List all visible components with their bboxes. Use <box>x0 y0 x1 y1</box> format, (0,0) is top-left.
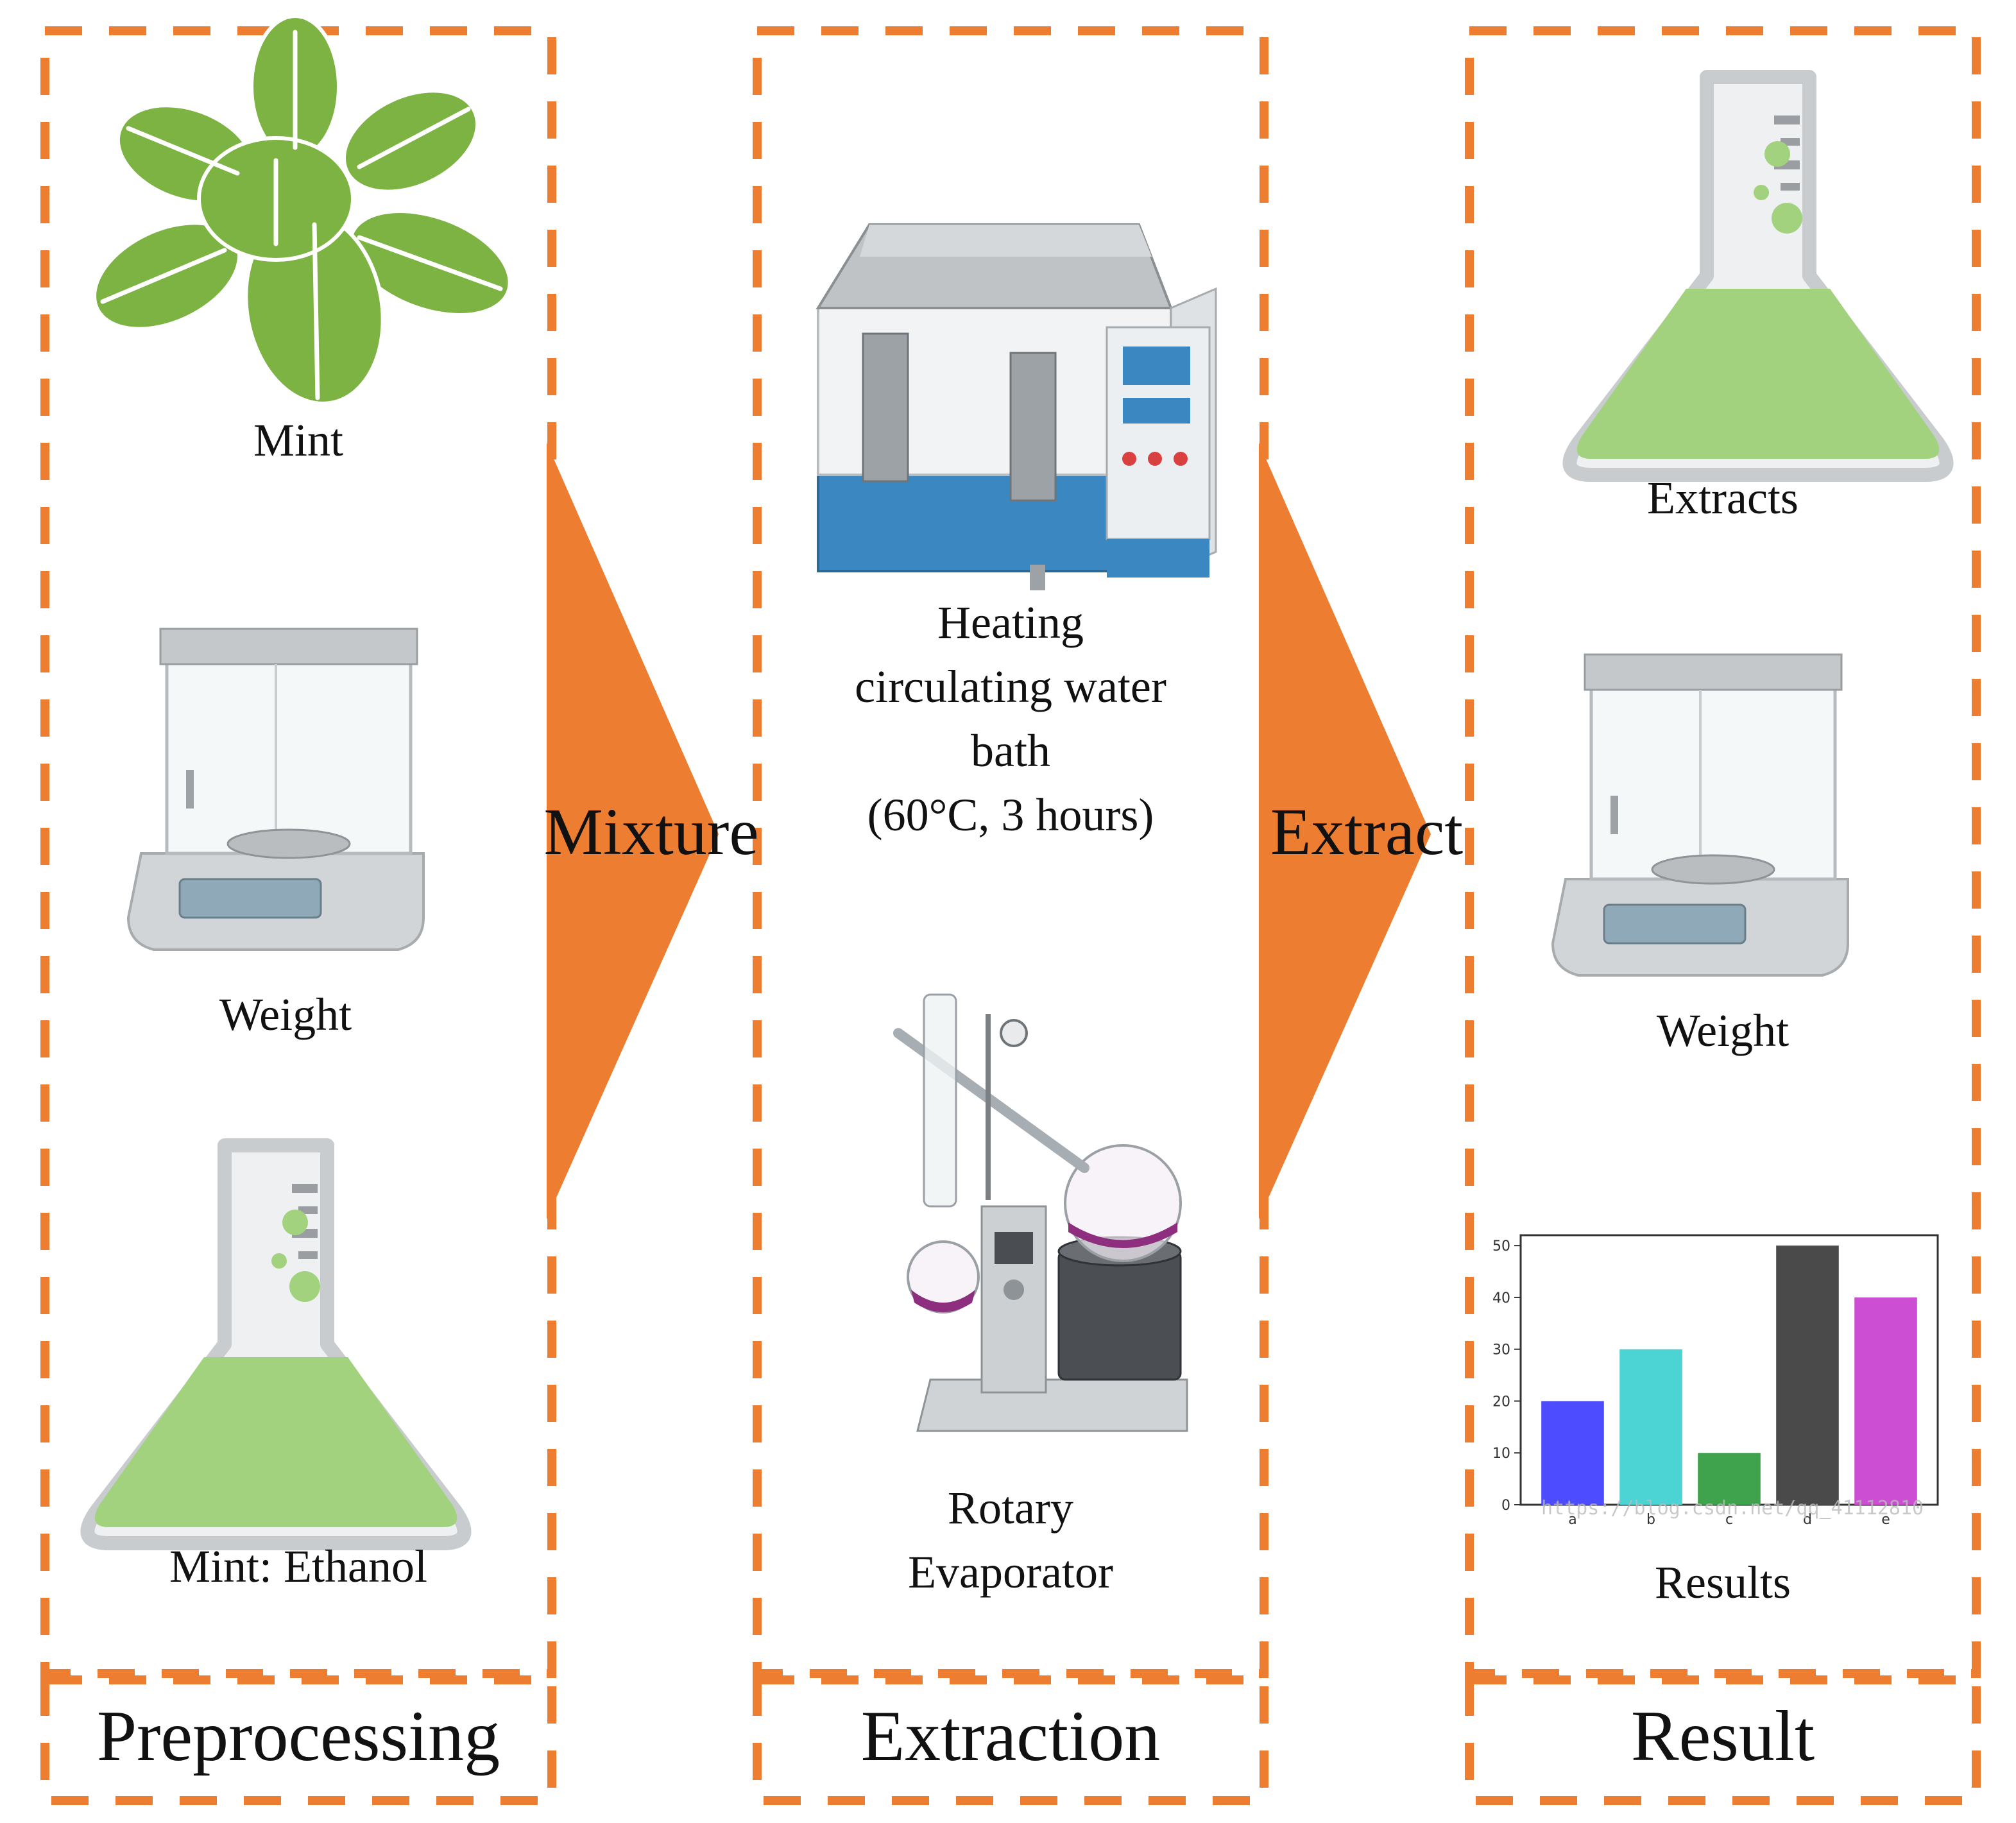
extraction-frame <box>753 26 1269 1678</box>
chart-bar <box>1776 1245 1839 1505</box>
column-frames <box>40 26 1981 1805</box>
chart-y-tick-label: 20 <box>1492 1394 1510 1410</box>
mixture-arrow <box>547 443 719 1219</box>
result-frame <box>1465 26 1981 1678</box>
result-title: Result <box>1630 1697 1815 1776</box>
mint-ethanol-label: Mint: Ethanol <box>169 1541 427 1592</box>
water-bath-label-line: circulating water <box>855 661 1166 712</box>
mixture-arrow-label: Mixture <box>543 795 759 869</box>
analytical-balance-icon <box>126 628 425 951</box>
results-label: Results <box>1654 1557 1791 1608</box>
chart-x-tick-label: e <box>1881 1512 1890 1528</box>
chart-bar <box>1854 1297 1917 1505</box>
bar-chart-icon: 0 10 20 30 40 50 a b c d e https://blog.csdn.net/… <box>1492 1234 1939 1528</box>
chart-y-tick-label: 50 <box>1492 1238 1510 1254</box>
flask-icon <box>1562 70 1954 482</box>
water-bath-label-line: (60°C, 3 hours) <box>867 789 1154 841</box>
water-bath-label: Heating circulating water bath (60°C, 3 … <box>757 590 1264 847</box>
extract-arrow-label: Extract <box>1270 795 1464 869</box>
chart-y-tick-label: 0 <box>1501 1498 1510 1514</box>
chart-x-ticks: a b c d e <box>1568 1512 1890 1528</box>
extracts-label: Extracts <box>1647 472 1798 524</box>
chart-x-tick-label: c <box>1725 1512 1733 1528</box>
extract-arrow <box>1259 443 1431 1219</box>
mint-leaves-icon <box>92 14 512 406</box>
chart-bar <box>1541 1401 1604 1505</box>
preprocessing-title: Preprocessing <box>96 1697 500 1776</box>
chart-y-tick-label: 30 <box>1492 1342 1510 1358</box>
rotary-evaporator-label: Rotary Evaporator <box>757 1476 1264 1604</box>
water-bath-label-line: bath <box>971 725 1050 776</box>
chart-y-ticks: 0 10 20 30 40 50 <box>1492 1238 1521 1514</box>
water-bath-icon <box>816 223 1217 590</box>
chart-x-tick-label: b <box>1646 1512 1655 1528</box>
chart-x-tick-label: a <box>1568 1512 1576 1528</box>
extraction-title: Extraction <box>860 1697 1161 1776</box>
rotary-evaporator-label-line: Evaporator <box>908 1546 1113 1598</box>
chart-bars <box>1541 1245 1917 1505</box>
chart-y-tick-label: 10 <box>1492 1446 1510 1462</box>
weight-label: Weight <box>219 989 352 1040</box>
analytical-balance-icon <box>1551 653 1849 977</box>
chart-bar <box>1698 1453 1761 1505</box>
water-bath-label-line: Heating <box>937 597 1084 648</box>
mint-label: Mint <box>253 415 344 466</box>
chart-y-tick-label: 40 <box>1492 1290 1510 1306</box>
preprocessing-frame <box>40 26 556 1678</box>
weight-label: Weight <box>1656 1005 1790 1056</box>
chart-x-tick-label: d <box>1803 1512 1812 1528</box>
rotary-evaporator-label-line: Rotary <box>948 1482 1073 1534</box>
flask-icon <box>80 1138 472 1550</box>
chart-watermark: https://blog.csdn.net/qq_41112810 <box>1541 1497 1924 1519</box>
chart-bar <box>1619 1349 1682 1505</box>
rotary-evaporator-icon <box>893 993 1188 1432</box>
